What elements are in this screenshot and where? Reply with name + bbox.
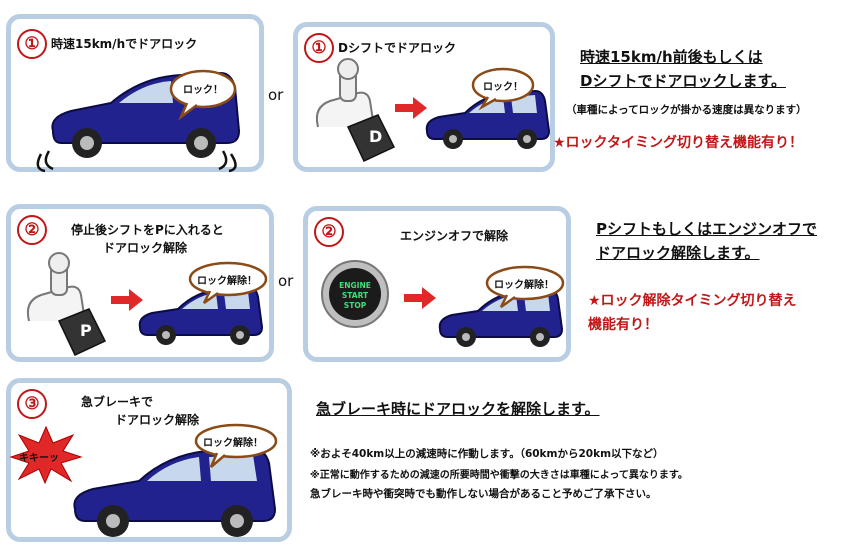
arrow-icon [395, 97, 427, 119]
step-number-2: ② [17, 215, 47, 245]
speech-bubble [471, 67, 535, 111]
or-label: or [268, 86, 284, 104]
row1-note-title-line1: 時速15km/h前後もしくは [580, 48, 763, 66]
gear-tag-d: D [369, 127, 383, 146]
skid-text: キキーッ [19, 453, 59, 464]
skid-burst-icon [9, 425, 83, 485]
engine-label-line1: ENGINE [339, 281, 371, 290]
panel-title-line1: 急ブレーキで [81, 395, 154, 409]
speech-bubble-text: ロック！ [183, 85, 223, 96]
arrow-icon [404, 287, 436, 309]
panel-title: エンジンオフで解除 [400, 229, 509, 243]
car-illustration [425, 89, 551, 149]
row3-note-line3: 急ブレーキ時や衝突時でも動作しない場合があること予めご了承下さい。 [310, 488, 657, 500]
row2-note-title-line1: Pシフトもしくはエンジンオフで [596, 220, 817, 238]
step-number-3: ③ [17, 389, 47, 419]
car-illustration [73, 447, 277, 537]
engine-label-line2: START [341, 291, 369, 300]
or-label: or [278, 272, 294, 290]
panel-sudden-brake-unlock: ③ 急ブレーキで ドアロック解除 キキーッ ロック解除！ [6, 378, 292, 542]
panel-title-line2: ドアロック解除 [103, 241, 188, 255]
engine-start-button-icon [321, 260, 389, 328]
step-number-1: ① [304, 33, 334, 63]
shift-lever-illustration [315, 58, 396, 162]
gear-tag-p: P [80, 321, 92, 340]
panel-engine-off-unlock: ② エンジンオフで解除 ENGINE START STOP ロック解除！ [303, 206, 571, 362]
speech-bubble [485, 265, 565, 309]
car-illustration [438, 287, 564, 347]
step-number-2: ② [314, 217, 344, 247]
panel-d-shift-lock: ① Dシフトでドアロック D ロック！ [293, 22, 555, 172]
row3-note-title: 急ブレーキ時にドアロックを解除します。 [316, 400, 600, 418]
arrow-icon [111, 289, 143, 311]
panel-title-line1: 停止後シフトをPに入れると [71, 223, 224, 237]
speech-bubble-text: ロック解除！ [197, 276, 257, 287]
panel-title-line2: ドアロック解除 [115, 413, 200, 427]
panel-title: 時速15km/hでドアロック [51, 37, 198, 51]
panel-title: Dシフトでドアロック [338, 41, 456, 55]
panel-p-shift-unlock: ② 停止後シフトをPに入れると ドアロック解除 P ロック解除！ [6, 204, 274, 362]
car-illustration [36, 69, 241, 173]
row1-note-small: （車種によってロックが掛かる速度は異なります） [566, 104, 807, 116]
panel-speed-lock: ① 時速15km/hでドアロック ロック！ [6, 14, 264, 173]
speech-bubble [188, 261, 268, 305]
speech-bubble-text: ロック解除！ [203, 438, 263, 449]
speech-bubble-text: ロック！ [483, 82, 523, 93]
row2-note-title-line2: ドアロック解除します。 [596, 244, 760, 262]
row3-note-line1: ※およそ40km以上の減速時に作動します。（60kmから20km以下など） [310, 448, 664, 460]
row2-note-red-line1: ★ロック解除タイミング切り替え [588, 293, 797, 309]
engine-label-line3: STOP [343, 301, 367, 310]
speech-bubble [194, 423, 278, 468]
row1-note-title-line2: Dシフトでドアロックします。 [580, 72, 786, 90]
step-number-1: ① [17, 29, 47, 59]
row1-note-red: ★ロックタイミング切り替え機能有り！ [553, 135, 803, 151]
row2-note-red-line2: 機能有り！ [588, 317, 658, 333]
speech-bubble-text: ロック解除！ [494, 280, 554, 291]
shift-lever-illustration [26, 252, 107, 356]
row3-note-line2: ※正常に動作するための減速の所要時間や衝撃の大きさは車種によって異なります。 [310, 470, 688, 481]
